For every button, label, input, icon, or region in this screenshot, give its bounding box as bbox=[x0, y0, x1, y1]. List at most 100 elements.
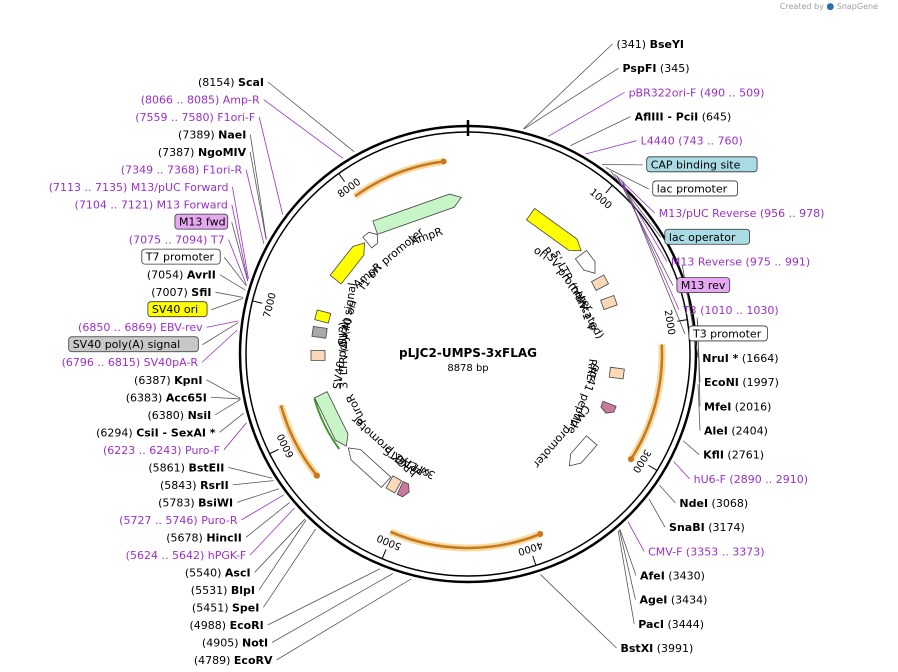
label--341-[interactable]: (341) BseYI bbox=[617, 38, 685, 51]
leader-line bbox=[585, 140, 637, 155]
label-t7-promoter[interactable]: T7 promoter bbox=[141, 248, 221, 265]
label-ecorv[interactable]: (4789) EcoRV bbox=[194, 654, 273, 667]
label-ndei[interactable]: NdeI (3068) bbox=[679, 497, 748, 510]
feature-rsv-promoter[interactable] bbox=[574, 249, 600, 277]
label-ngomiv[interactable]: (7387) NgoMIV bbox=[158, 146, 247, 159]
label-sfii[interactable]: (7007) SfiI bbox=[151, 286, 211, 299]
feature-hiv-1-[interactable] bbox=[600, 294, 618, 311]
label-m13-fwd[interactable]: M13 fwd bbox=[174, 213, 229, 230]
leader-line bbox=[201, 329, 238, 363]
label-kpni[interactable]: (6387) KpnI bbox=[134, 374, 202, 387]
label-sv40-poly-a-signal[interactable]: SV40 poly(A) signal bbox=[68, 336, 199, 353]
label-blpi[interactable]: (5531) BlpI bbox=[191, 584, 255, 597]
label-part: (7054) bbox=[147, 269, 187, 282]
label-amp-r[interactable]: (8066 .. 8085) Amp-R bbox=[141, 94, 260, 107]
label-text: (5783) BsiWI bbox=[158, 496, 233, 509]
feature-3xflag[interactable] bbox=[396, 480, 412, 499]
label-noti[interactable]: (4905) NotI bbox=[202, 636, 268, 649]
leader-line bbox=[219, 412, 244, 433]
label-part: MfeI bbox=[704, 400, 731, 413]
label-spei[interactable]: (5451) SpeI bbox=[192, 601, 259, 614]
label-ecori[interactable]: (4988) EcoRI bbox=[190, 619, 264, 632]
label-text: M13/pUC Reverse (956 .. 978) bbox=[659, 207, 825, 220]
feature-gp41-peptide[interactable] bbox=[599, 400, 617, 415]
label-rsrii[interactable]: (5843) RsrII bbox=[160, 479, 229, 492]
feature-sv40-ori[interactable] bbox=[314, 309, 332, 324]
feature-ori[interactable] bbox=[525, 207, 585, 256]
label-avrii[interactable]: (7054) AvrII bbox=[147, 269, 216, 282]
label-afliii[interactable]: AflIII - PciI (645) bbox=[635, 110, 732, 123]
label-ebv-rev[interactable]: (6850 .. 6869) EBV-rev bbox=[78, 321, 203, 334]
label-hincii[interactable]: (5678) HincII bbox=[166, 531, 242, 544]
label-m13-puc-forward[interactable]: (7113 .. 7135) M13/pUC Forward bbox=[49, 181, 229, 194]
label-scai[interactable]: (8154) ScaI bbox=[198, 76, 264, 89]
label-paci[interactable]: PacI (3444) bbox=[638, 618, 704, 631]
label-asci[interactable]: (5540) AscI bbox=[185, 566, 251, 579]
label-econi[interactable]: EcoNI (1997) bbox=[704, 376, 779, 389]
label-lac-promoter[interactable]: lac promoter bbox=[652, 180, 738, 197]
label-text: NruI * (1664) bbox=[702, 352, 778, 365]
label-t7[interactable]: (7075 .. 7094) T7 bbox=[129, 234, 225, 247]
label-agei[interactable]: AgeI (3434) bbox=[639, 594, 707, 607]
feature-cppt-cts[interactable] bbox=[385, 475, 403, 494]
label-m13-forward[interactable]: (7104 .. 7121) M13 Forward bbox=[75, 199, 228, 212]
label-text: KflI (2761) bbox=[703, 449, 764, 462]
feature-ampr-promoter[interactable] bbox=[362, 229, 382, 249]
label-text: (4988) EcoRI bbox=[190, 619, 264, 632]
label-naei[interactable]: (7389) NaeI bbox=[178, 129, 246, 142]
feature-puror[interactable] bbox=[314, 391, 353, 450]
label-m13-reverse[interactable]: M13 Reverse (975 .. 991) bbox=[671, 255, 810, 268]
label-hpgk-f[interactable]: (5624 .. 5642) hPGK-F bbox=[126, 549, 247, 562]
label-t3-promoter[interactable]: T3 promoter bbox=[688, 325, 768, 342]
feature-shape bbox=[314, 309, 332, 324]
feature-cmv-promoter[interactable] bbox=[564, 435, 598, 471]
label-sv40pa-r[interactable]: (6796 .. 6815) SV40pA-R bbox=[62, 356, 199, 369]
label-bsiwi[interactable]: (5783) BsiWI bbox=[158, 496, 233, 509]
label-lac-operator[interactable]: lac operator bbox=[664, 228, 751, 245]
label-text: AfeI (3430) bbox=[640, 570, 705, 583]
label-puro-r[interactable]: (5727 .. 5746) Puro-R bbox=[119, 514, 238, 527]
label-part: - SexAI * bbox=[159, 426, 216, 439]
feature-ampr[interactable] bbox=[372, 191, 464, 235]
label-kfli[interactable]: KflI (2761) bbox=[703, 449, 764, 462]
label-cmv-f[interactable]: CMV-F (3353 .. 3373) bbox=[648, 545, 764, 558]
label-part: (5624 .. 5642) bbox=[126, 549, 208, 562]
label-text: (7113 .. 7135) M13/pUC Forward bbox=[49, 181, 229, 194]
label-bstxi[interactable]: BstXI (3991) bbox=[621, 642, 694, 655]
leader-line bbox=[228, 239, 247, 286]
feature-3-ltr-u3-[interactable] bbox=[310, 349, 326, 361]
feature-5-ltr-truncated-[interactable] bbox=[590, 274, 610, 292]
feature-f1-ori[interactable] bbox=[329, 239, 370, 285]
label-sv40-ori[interactable]: SV40 ori bbox=[147, 301, 208, 318]
label-t3[interactable]: T3 (1010 .. 1030) bbox=[682, 304, 779, 317]
label-m13-puc-reverse[interactable]: M13/pUC Reverse (956 .. 978) bbox=[659, 207, 825, 220]
label-box bbox=[664, 228, 751, 245]
label-csii[interactable]: (6294) CsiI - SexAI * bbox=[96, 426, 216, 439]
label-snabi[interactable]: SnaBI (3174) bbox=[669, 521, 745, 534]
label-mfei[interactable]: MfeI (2016) bbox=[704, 400, 771, 413]
label-nsii[interactable]: (6380) NsiI bbox=[147, 409, 211, 422]
label-alei[interactable]: AleI (2404) bbox=[704, 425, 768, 438]
orf-arrow bbox=[279, 405, 318, 477]
feature-hpgk-promoter[interactable] bbox=[344, 443, 392, 488]
feature-shape bbox=[396, 480, 410, 498]
label-bsteii[interactable]: (5861) BstEII bbox=[148, 461, 224, 474]
feature-rre[interactable] bbox=[608, 366, 625, 380]
leader-line bbox=[231, 222, 249, 282]
label-hu6-f[interactable]: hU6-F (2890 .. 2910) bbox=[694, 473, 808, 486]
label-f1ori-r[interactable]: (7349 .. 7368) F1ori-R bbox=[121, 164, 243, 177]
leader-line bbox=[263, 99, 344, 159]
feature-sv40-poly-a-signal[interactable] bbox=[311, 325, 328, 339]
label-acc65i[interactable]: (6383) Acc65I bbox=[126, 391, 207, 404]
label-puro-f[interactable]: (6223 .. 6243) Puro-F bbox=[103, 444, 220, 457]
label-pbr322ori-f[interactable]: pBR322ori-F (490 .. 509) bbox=[629, 86, 765, 99]
label-pspfi[interactable]: PspFI (345) bbox=[623, 62, 690, 75]
label-afei[interactable]: AfeI (3430) bbox=[640, 570, 705, 583]
label-nrui-[interactable]: NruI * (1664) bbox=[702, 352, 778, 365]
label-l4440[interactable]: L4440 (743 .. 760) bbox=[641, 135, 743, 148]
label-part: T7 bbox=[210, 234, 225, 247]
label-m13-rev[interactable]: M13 rev bbox=[676, 277, 731, 294]
label-cap-binding-site[interactable]: CAP binding site bbox=[646, 156, 758, 173]
label-f1ori-f[interactable]: (7559 .. 7580) F1ori-F bbox=[135, 111, 255, 124]
